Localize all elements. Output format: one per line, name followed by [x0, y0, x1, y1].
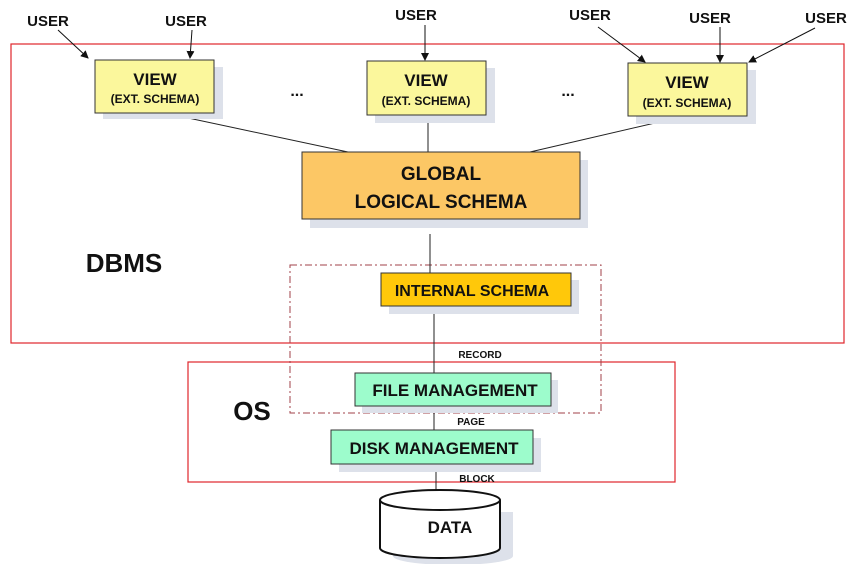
record-label: RECORD — [458, 350, 501, 361]
view-box-3[interactable]: VIEW (EXT. SCHEMA) — [627, 62, 756, 124]
view-title: VIEW — [665, 73, 709, 92]
internal-schema-label: INTERNAL SCHEMA — [395, 283, 550, 300]
arrow-user-2 — [186, 29, 195, 59]
page-label: PAGE — [457, 417, 485, 428]
user-label: USER — [165, 13, 207, 30]
global-logical-schema-box[interactable]: GLOBAL LOGICAL SCHEMA — [301, 151, 588, 228]
internal-schema-box[interactable]: INTERNAL SCHEMA — [380, 272, 579, 314]
global-schema-line1: GLOBAL — [401, 164, 482, 185]
os-region — [187, 361, 676, 483]
arrow-user-1 — [57, 29, 89, 59]
view-box-2[interactable]: VIEW (EXT. SCHEMA) — [366, 60, 495, 123]
view-subtitle: (EXT. SCHEMA) — [382, 94, 471, 108]
block-label: BLOCK — [459, 474, 495, 485]
disk-management-box[interactable]: DISK MANAGEMENT — [330, 429, 541, 472]
arrow-user-6 — [748, 27, 816, 63]
user-label: USER — [805, 10, 847, 27]
user-label: USER — [569, 7, 611, 24]
user-label: USER — [689, 10, 731, 27]
view-box-1[interactable]: VIEW (EXT. SCHEMA) — [94, 59, 223, 119]
global-schema-line2: LOGICAL SCHEMA — [355, 192, 528, 213]
file-management-label: FILE MANAGEMENT — [372, 381, 538, 400]
ellipsis-left: ... — [290, 83, 303, 100]
view-subtitle: (EXT. SCHEMA) — [111, 92, 200, 106]
data-label: DATA — [428, 518, 473, 537]
dbms-region — [10, 43, 845, 344]
view-subtitle: (EXT. SCHEMA) — [643, 96, 732, 110]
user-arrows — [57, 25, 816, 63]
user-label: USER — [27, 13, 69, 30]
file-management-box[interactable]: FILE MANAGEMENT — [354, 372, 558, 413]
view-title: VIEW — [133, 70, 177, 89]
view-title: VIEW — [404, 71, 448, 90]
dbms-label: DBMS — [86, 248, 163, 278]
os-label: OS — [233, 396, 271, 426]
storage-manager-dashed-region — [289, 264, 602, 414]
disk-management-label: DISK MANAGEMENT — [349, 439, 519, 458]
ellipsis-right: ... — [561, 83, 574, 100]
arrow-user-4 — [597, 26, 646, 63]
user-label: USER — [395, 7, 437, 24]
data-cylinder[interactable]: DATA — [379, 489, 513, 564]
